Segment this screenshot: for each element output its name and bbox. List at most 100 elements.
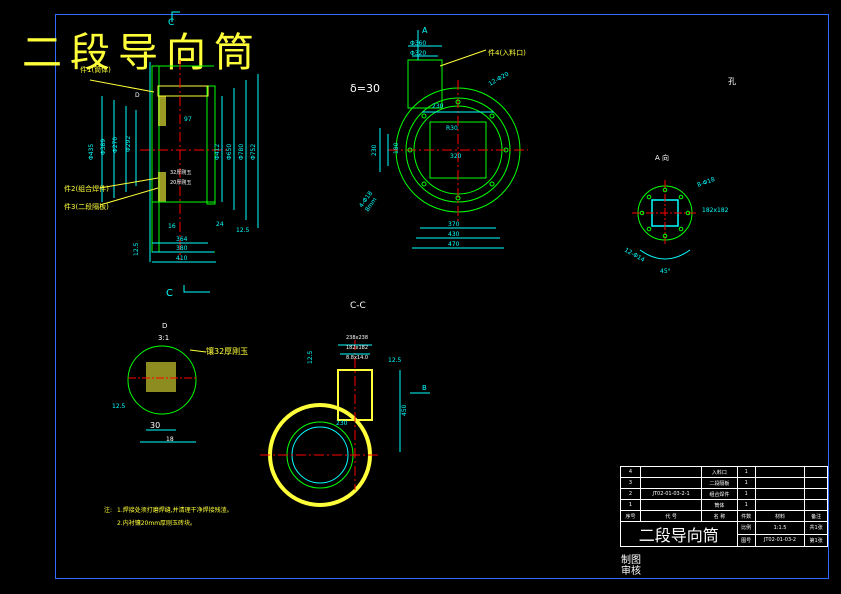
title-block: 4 入料口 1 3 二段隔板 1 2 JT02-01-0	[620, 466, 828, 578]
section-mark-c-top: C	[168, 18, 174, 28]
view-a-hole	[662, 187, 668, 193]
bolt-hole	[455, 195, 461, 201]
view-a-hole	[646, 226, 652, 232]
detail-d-hatch	[146, 362, 176, 392]
notes-label: 注:	[104, 506, 112, 514]
table-row: 4 入料口 1	[620, 466, 828, 478]
view-a-hole	[678, 226, 684, 232]
dim-front-small2: 16	[168, 223, 176, 230]
section-arrow-top	[171, 11, 180, 22]
label-part4: 件4(入料口)	[488, 48, 526, 57]
leader-part1	[89, 79, 155, 93]
top-view: A Φ360 Φ320 件4(入料口) δ=30 12-Φ20 230 320 …	[350, 26, 528, 249]
bolt-hole	[407, 147, 413, 153]
rough-front-left: 12.5	[133, 242, 140, 256]
rough-front-right: 12.5	[236, 227, 250, 234]
detail-d-scale: 3:1	[158, 334, 169, 342]
bolt-hole	[489, 113, 495, 119]
dim-front-d3: Φ270	[112, 137, 119, 153]
scale-value: 1:1.5	[754, 521, 806, 535]
leader-part4	[439, 49, 487, 67]
rough-cc-right: 12.5	[388, 357, 402, 364]
dim-top-w230: 230	[432, 103, 444, 110]
sheets-total: 共1张	[804, 521, 828, 535]
dim-front-w1: 364	[176, 236, 188, 243]
drawing-no-label: 图号	[736, 533, 756, 547]
bolt-hole	[503, 147, 509, 153]
front-hatch-lower	[158, 172, 166, 202]
dim-top-d360: Φ360	[410, 40, 426, 47]
title-row: 二段导向筒 比例 1:1.5 共1张	[620, 521, 828, 547]
drawing-frame	[55, 14, 829, 579]
dim-top-holes: 12-Φ20	[488, 70, 511, 87]
scale-label: 比例	[736, 521, 756, 535]
section-cc-title: C-C	[350, 301, 366, 311]
bolt-hole	[421, 181, 427, 187]
title-block-name: 二段导向筒	[620, 521, 738, 547]
leader-part2	[99, 177, 159, 189]
notes-line1: 1.焊接处须打磨焊缝,并清理干净焊接残渣。	[117, 506, 233, 514]
drawing-title: 二段导向筒	[22, 30, 262, 76]
drawing-no-value: JT02-01-03-2	[754, 533, 806, 547]
view-a-hole	[678, 194, 684, 200]
bolt-hole	[421, 113, 427, 119]
dim-cc-b: B	[422, 384, 427, 392]
rough-detail: 12.5	[112, 403, 126, 410]
front-section-view: C C D 件1(筒体) 件2(组合焊件) 件3(二段隔板) Φ435 Φ389…	[64, 11, 259, 299]
detail-d-title: D	[162, 322, 167, 330]
dim-front-d8: Φ752	[250, 144, 257, 160]
designer-label: 制图	[621, 555, 641, 566]
section-mark-c-bottom: C	[166, 288, 173, 299]
view-a: A 向 8-Φ18 182x182 12-Φ14 45° 孔	[623, 77, 736, 275]
dim-top-r30: R30	[446, 125, 458, 132]
section-cc-view: C-C 238x238 182x182 8.8x14.0 230 450 B 1…	[260, 301, 430, 507]
dim-cc-r230: 230	[336, 420, 348, 427]
detail-marker-d: D	[135, 92, 140, 99]
dim-front-w2: 380	[176, 245, 188, 252]
dim-top-w320: 320	[450, 153, 462, 160]
dim-top-d320: Φ320	[410, 50, 426, 57]
technical-notes: 注: 1.焊接处须打磨焊缝,并清理干净焊接残渣。 2.内衬镶20mm厚刚玉砖块。	[104, 506, 233, 527]
view-a-hole	[662, 233, 668, 239]
dim-top-w370: 370	[448, 221, 460, 228]
signature-block: 制图 审核	[621, 555, 641, 577]
dim-cc-h450: 450	[401, 404, 408, 416]
front-right-wall	[206, 85, 216, 205]
rough-cc-left: 12.5	[307, 350, 314, 364]
dim-cc-top1: 238x238	[346, 335, 368, 341]
front-hatch-upper	[158, 96, 166, 126]
table-row: 3 二段隔板 1	[620, 477, 828, 489]
front-partition	[157, 85, 209, 97]
dim-top-h230: 230	[371, 144, 378, 156]
dim-top-h180: 180	[393, 142, 400, 154]
dim-front-d7: Φ780	[238, 144, 245, 160]
label-part3: 件3(二段隔板)	[64, 202, 109, 211]
dim-front-d2: Φ389	[100, 139, 107, 155]
leader-part3	[99, 187, 159, 206]
dim-top-delta: δ=30	[350, 82, 380, 95]
note-front-2: 20厚刚玉	[170, 179, 191, 186]
detail-d-note: 镶32厚刚玉	[206, 346, 248, 356]
view-a-angle-arc	[639, 249, 691, 260]
label-part1: 件1(筒体)	[80, 65, 111, 74]
table-header-row: 序号 代 号 名 称 件数 材料 备注	[620, 510, 828, 522]
dim-front-small1: 97	[184, 116, 192, 123]
section-arrow-bottom	[183, 285, 210, 293]
dim-front-d4: Φ292	[125, 136, 132, 152]
table-row: 1 筒体 1	[620, 499, 828, 511]
dim-a-holes2: 12-Φ14	[623, 247, 646, 264]
dim-top-w470: 470	[448, 241, 460, 248]
notes-line2: 2.内衬镶20mm厚刚玉砖块。	[117, 519, 196, 527]
note-front-1: 32厚刚玉	[170, 169, 191, 176]
top-inlet-pipe	[407, 59, 443, 109]
section-mark-a: A	[422, 26, 428, 35]
detail-d-leader	[189, 349, 207, 353]
table-row: 2 JT02-01-03-2-1 组合焊件 1	[620, 488, 828, 500]
dim-detail-18: 18	[166, 436, 174, 443]
dim-front-d1: Φ435	[88, 144, 95, 160]
view-a-hole	[639, 210, 645, 216]
checker-label: 审核	[621, 566, 641, 577]
dim-cc-top2: 182x182	[346, 345, 368, 351]
